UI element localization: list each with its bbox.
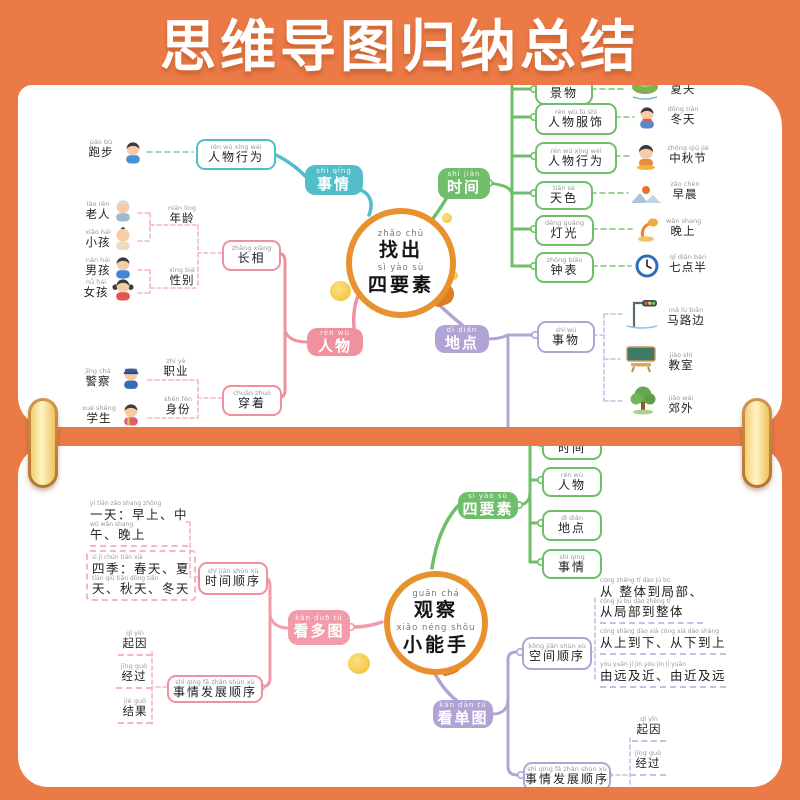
mindmap-panel-bottom: guān chá 观察 xiǎo néng shǒu 小能手 sì yào sù… [18,446,782,787]
space-item-zhengti: cóng zhěng tǐ dào jú bù 从 整体到局部、 cóng jú… [600,577,704,625]
story-item-jingguo-b: jīng guò 经过 [630,749,666,776]
branch-node-kandantu: kàn dān tú 看单图 [433,700,493,728]
item-jiaoshi: jiào shì 教室 [668,351,694,373]
item-zhongqiujie: zhōng qiū jié 中秋节 [667,144,709,166]
tree-icon [628,385,658,415]
running-boy-icon [122,140,144,164]
yellow-dot-decoration [330,281,351,301]
desk-lamp-icon [636,216,660,242]
subnode-kongjianshunxu: kōng jiān shùn xù 空间顺序 [522,637,592,670]
story-item-qiyin-b: qǐ yīn 起因 [632,715,666,742]
lotus-leaf-icon [630,85,660,100]
yellow-dot-decoration [348,653,370,674]
item-dongtian: dōng tiān 冬天 [667,105,699,127]
story-item-qiyin: qǐ yīn 起因 [118,629,152,656]
story-item-jieguo: jié guǒ 结果 [118,697,152,724]
branch-node-shiqing: shì qíng 事情 [305,165,363,195]
subnode-renwu-b: rén wù 人物 [542,467,602,497]
subnode-tianse: tiān sè 天色 [535,181,593,210]
subnode-shiqing-b: shì qíng 事情 [542,549,602,579]
item-jingcha: jǐng chá 警察 [85,367,111,389]
subnode-jingwu: jǐng wù 景物 [535,85,593,105]
item-laoren: lǎo rén 老人 [85,200,111,222]
clock-icon [634,253,660,279]
story-item-jingguo: jīng guò 经过 [116,662,152,689]
branch-node-shijian: shí jiān 时间 [438,168,490,199]
student-icon [120,402,142,426]
subnode-dengguang: dēng guāng 灯光 [535,215,594,246]
central-topic-bottom: guān chá 观察 xiǎo néng shǒu 小能手 [384,571,488,675]
text-block-yitian: yī tiān zǎo shang zhōng 一天：早上、中 wǔ wǎn s… [90,500,189,548]
old-man-icon [112,198,134,222]
subnode-shiwu: shì wù 事物 [537,321,595,353]
subnode-shijianshunxu: shí jiān shùn xù 时间顺序 [198,562,268,595]
police-icon [120,365,142,389]
sub-label-xingbie: xìng bié 性别 [169,266,195,288]
mooncake-boy-icon [634,143,658,170]
space-item-yuanjin: yóu yuǎn jí jìn yóu jìn jí yuǎn 由远及近、由近及… [600,661,727,688]
sub-label-zhiye: zhí yè 职业 [163,357,189,379]
branch-node-kanduotu: kàn duō tú 看多图 [288,610,350,645]
subnode-didian-b: dì diǎn 地点 [542,510,602,541]
item-nanhai: nán hái 男孩 [85,256,111,278]
yellow-dot-decoration [442,213,452,223]
item-xiatian: xià tiān 夏天 [670,85,696,97]
space-item-shangxia: cóng shàng dào xià cóng xià dào shàng 从上… [600,628,727,655]
winter-girl-icon [636,105,658,129]
blackboard-icon [623,345,659,373]
subnode-zhangxiang: zhǎng xiàng 长相 [222,240,281,271]
subnode-renwuxingwei: rén wù xíng wéi 人物行为 [196,139,276,170]
central-topic-top: zhǎo chū 找出 sì yào sù 四要素 [346,208,456,318]
traffic-light-icon [625,299,659,329]
branch-node-didian: dì diǎn 地点 [435,325,489,353]
subnode-renwufushi: rén wù fú shì 人物服饰 [535,103,617,135]
branch-node-siyaosu: sì yào sù 四要素 [458,492,518,519]
item-xiaohai: xiǎo hái 小孩 [85,228,111,250]
boy-icon [112,255,134,279]
item-paobu: pǎo bù 跑步 [88,138,114,160]
item-wanshang: wǎn shang 晚上 [666,217,702,239]
mindmap-panel-top: zhǎo chū 找出 sì yào sù 四要素 shì qíng 事情 ré… [18,85,782,427]
subnode-zhongbiao: zhōng biǎo 钟表 [535,252,594,283]
subnode-shiqingfazhan-purple: shì qíng fā zhǎn shùn xù 事情发展顺序 [523,762,611,787]
sub-label-nianling: nián líng 年龄 [168,204,196,226]
girl-icon [112,277,134,301]
baby-icon [112,226,134,250]
branch-node-renwu: rén wù 人物 [307,328,363,356]
item-malubian: mǎ lù biān 马路边 [667,306,705,328]
subnode-chuanzhuo: chuān zhuó 穿着 [222,385,282,416]
binder-ring-right [742,398,772,488]
subnode-shijian-b: shí jiān 时间 [542,446,602,460]
text-block-siji: sì jì chūn tiān xià 四季：春天、夏 tiān qiū tiā… [86,550,197,602]
binder-ring-left [28,398,58,488]
subnode-shiqingfazhan-pink: shì qíng fā zhǎn shùn xù 事情发展顺序 [167,675,263,703]
subnode-renwuxingwei-green: rén wù xíng wéi 人物行为 [535,142,617,174]
item-xuesheng: xué shēng 学生 [82,404,116,426]
sub-label-shenfen: shēn fèn 身份 [163,395,193,417]
sunrise-icon [630,184,662,204]
item-jiaowai: jiāo wài 郊外 [668,394,694,416]
poster-title: 思维导图归纳总结 [160,15,640,80]
item-nvhai: nǚ hái 女孩 [83,278,109,300]
item-zaochen: zǎo chén 早晨 [670,180,700,202]
item-qidianban: qī diǎn bàn 七点半 [669,253,707,275]
